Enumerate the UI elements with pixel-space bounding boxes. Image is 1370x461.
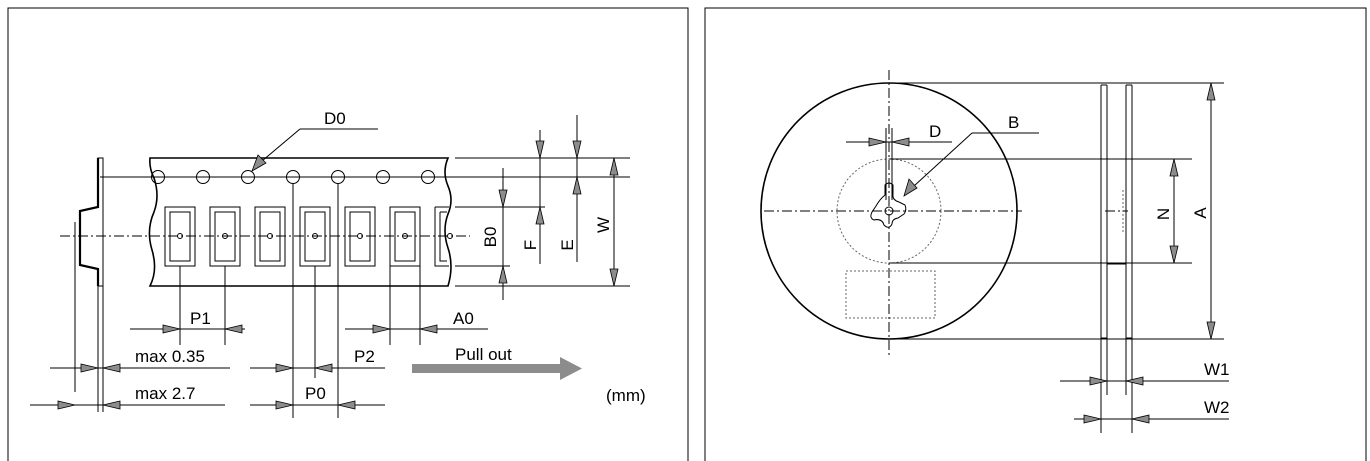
label-unit: (mm) (606, 386, 646, 405)
label-b0: B0 (481, 227, 500, 248)
label-w: W (594, 217, 613, 233)
pitch-extension-lines (179, 184, 421, 418)
label-e: E (558, 239, 577, 250)
tape-panel-frame (7, 7, 689, 461)
reel-panel-frame (704, 7, 1367, 461)
label-d0: D0 (324, 109, 346, 128)
label-p1: P1 (190, 309, 211, 328)
tape-extension-lines (455, 115, 630, 300)
reel-extension-lines (889, 82, 1224, 340)
label-p0: P0 (305, 384, 326, 403)
d-dimension (846, 128, 952, 200)
n-dimension (1169, 158, 1179, 264)
w1-dimension (1060, 338, 1229, 433)
pull-out-arrow (412, 357, 582, 380)
label-d: D (929, 122, 941, 141)
label-f: F (521, 240, 540, 250)
tape-body (148, 157, 452, 287)
label-p2: P2 (354, 347, 375, 366)
max035-dimension (50, 363, 230, 373)
label-w1: W1 (1204, 360, 1230, 379)
tape-drawing: D0 B0 F E W P1 A0 max 0.35 P2 Pull out m… (7, 7, 689, 461)
label-pull-out: Pull out (455, 345, 512, 364)
sprocket-holes (151, 170, 435, 184)
w2-dimension (1074, 414, 1229, 424)
reel-front-view (760, 70, 1022, 356)
label-w2: W2 (1204, 398, 1230, 417)
p1-dimension (130, 324, 245, 334)
label-a0: A0 (453, 309, 474, 328)
label-a: A (1191, 207, 1210, 219)
reel-side-view (1100, 84, 1133, 339)
tape-side-profile (74, 157, 104, 412)
label-b: B (1008, 113, 1019, 132)
a0-dimension (345, 324, 488, 334)
label-max-27: max 2.7 (135, 384, 195, 403)
d0-leader (251, 128, 378, 172)
max27-dimension (30, 400, 225, 410)
tape-dimension-diagram: D0 B0 F E W P1 A0 max 0.35 P2 Pull out m… (7, 7, 689, 461)
p0-dimension (250, 400, 385, 410)
reel-drawing: D B N A W1 W2 (704, 7, 1367, 461)
p2-dimension (250, 363, 385, 373)
label-max-035: max 0.35 (135, 347, 205, 366)
a-dimension (1206, 82, 1216, 340)
reel-dimension-diagram: D B N A W1 W2 (704, 0, 1370, 461)
label-n: N (1154, 208, 1173, 220)
